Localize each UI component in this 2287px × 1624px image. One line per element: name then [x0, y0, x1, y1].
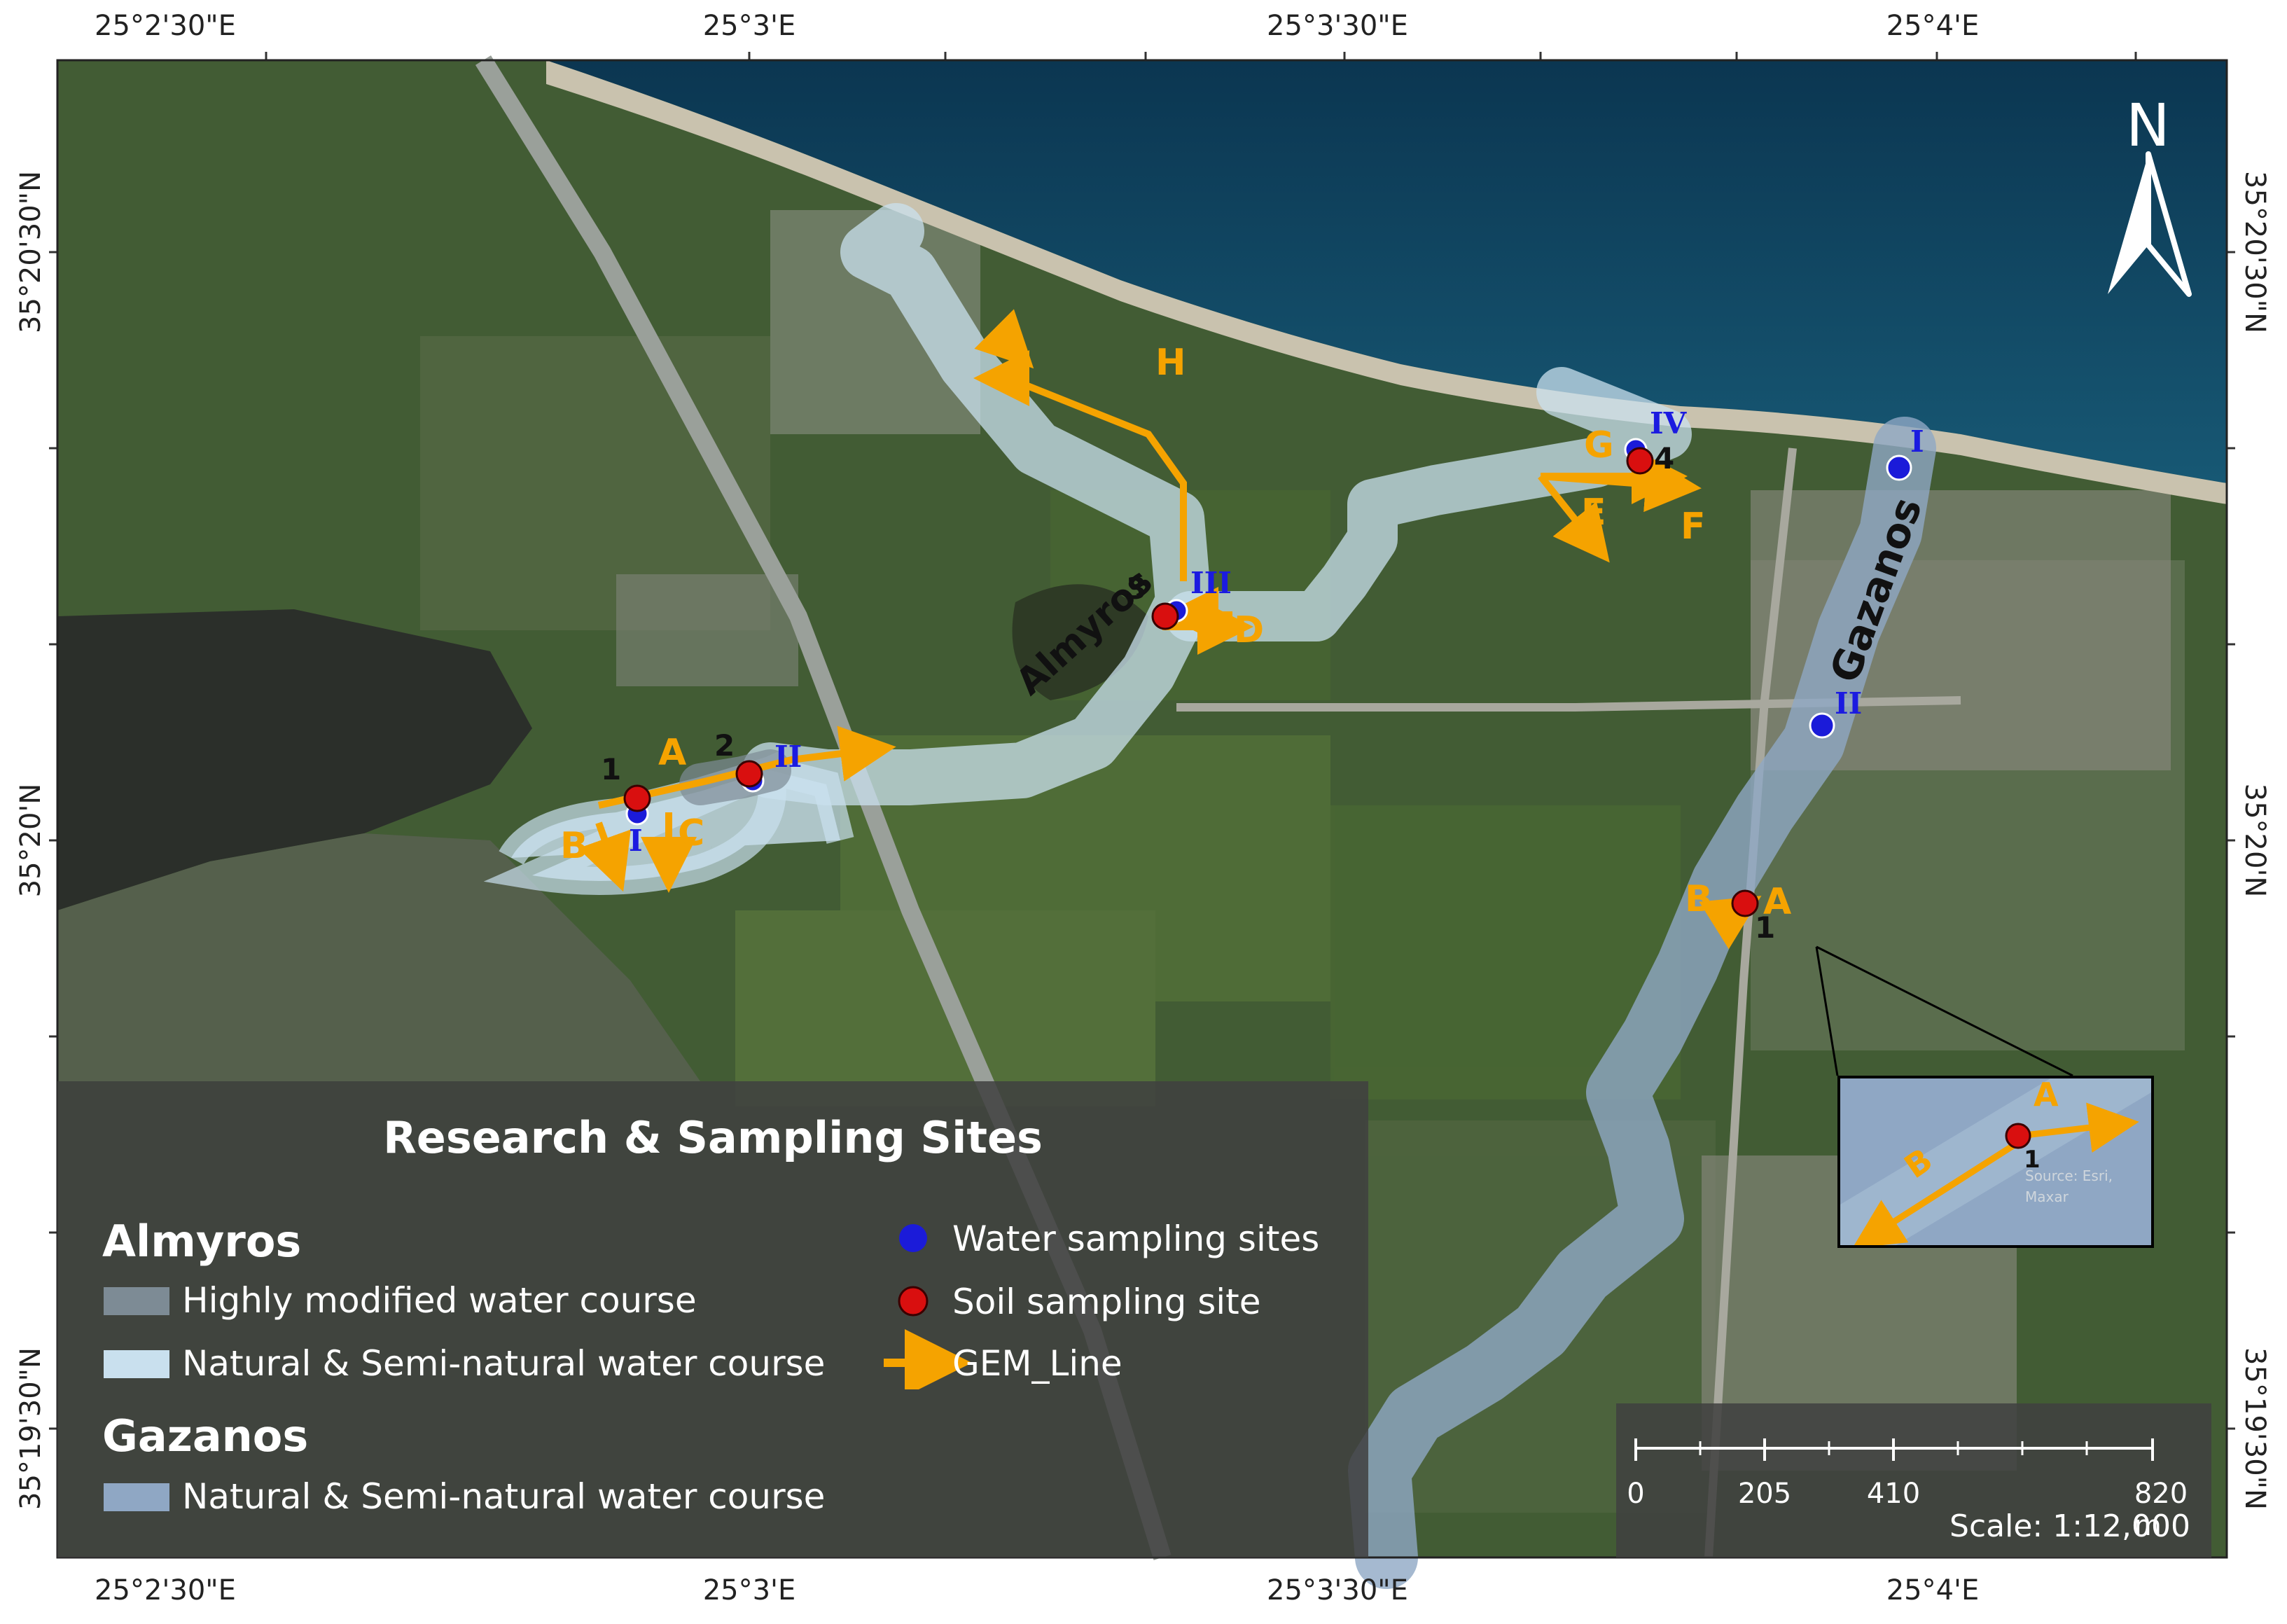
- legend-swatch-natural-almyros: [104, 1350, 169, 1378]
- scale-label-820: 820 m: [2134, 1478, 2188, 1542]
- soil-site-4-number: 4: [1654, 441, 1675, 476]
- y-tick-left-1: 35°20'30"N: [15, 170, 47, 334]
- gem-label-a-almyros: A: [658, 732, 687, 774]
- gem-label-d: D: [1234, 609, 1265, 651]
- legend-water-sites: Water sampling sites: [952, 1219, 1320, 1259]
- water-site-iv-label: IV: [1650, 406, 1687, 440]
- water-site-iii-label: III: [1190, 566, 1232, 600]
- soil-site-4[interactable]: [1626, 447, 1654, 475]
- sea: [546, 60, 2227, 483]
- x-tick-bottom-4: 25°4'E: [1886, 1574, 1980, 1606]
- soil-site-2-number: 2: [714, 728, 735, 763]
- legend-panel: Research & Sampling Sites Almyros Highly…: [57, 1081, 1368, 1557]
- gem-line-h-tip: [974, 309, 1034, 369]
- y-tick-right-3: 35°19'30"N: [2239, 1347, 2271, 1511]
- soil-site-3[interactable]: [1151, 602, 1179, 630]
- legend-gazanos-heading: Gazanos: [102, 1410, 309, 1462]
- legend-natural-almyros: Natural & Semi-natural water course: [182, 1343, 826, 1384]
- gazanos-water-site-ii-label: II: [1835, 686, 1863, 721]
- legend-highly-modified: Highly modified water course: [182, 1280, 697, 1321]
- gem-label-f: F: [1681, 506, 1706, 548]
- gem-label-a-gazanos: A: [1763, 881, 1792, 923]
- water-site-gazanos-i[interactable]: [1886, 454, 1912, 481]
- inset-attribution: Source: Esri, Maxar: [2025, 1167, 2113, 1205]
- soil-site-gazanos-number: 1: [1755, 910, 1776, 945]
- soil-site-gazanos-1[interactable]: [1731, 889, 1759, 917]
- legend-water-site-icon: [899, 1224, 927, 1252]
- hill-slope: [57, 833, 700, 1081]
- north-arrow-icon: [2108, 151, 2192, 297]
- gem-line-h: [973, 350, 1187, 581]
- water-site-i-label: I: [629, 824, 643, 858]
- soil-site-3-number: 3: [1126, 571, 1147, 606]
- frame-ticks: [49, 52, 2235, 1430]
- legend-swatch-natural-gazanos: [104, 1483, 169, 1511]
- scale-bar-graphic: [1634, 1438, 2154, 1461]
- legend-symbols: [884, 1224, 972, 1389]
- scale-label-0: 0: [1627, 1478, 1645, 1510]
- legend-almyros-heading: Almyros: [102, 1216, 302, 1267]
- x-tick-bottom-3: 25°3'30"E: [1267, 1574, 1408, 1606]
- soil-site-2[interactable]: [735, 760, 763, 788]
- x-tick-top-4: 25°4'E: [1886, 10, 1980, 42]
- soil-site-1[interactable]: [623, 784, 651, 812]
- map-border: [56, 59, 2228, 1559]
- inset-map[interactable]: A B 1 Source: Esri, Maxar: [1837, 1076, 2154, 1248]
- legend-title: Research & Sampling Sites: [383, 1112, 1043, 1163]
- gazanos-water-site-i-label: I: [1910, 424, 1924, 459]
- north-label: N: [2126, 91, 2170, 160]
- y-tick-right-1: 35°20'30"N: [2239, 170, 2271, 334]
- legend-gem-line: GEM_Line: [952, 1343, 1122, 1384]
- gem-label-g: G: [1584, 424, 1614, 466]
- scale-ratio: Scale: 1:12,000: [1949, 1508, 2190, 1544]
- legend-swatch-highly-modified: [104, 1287, 169, 1315]
- scale-bar: 0 205 410 820 m Scale: 1:12,000: [1616, 1403, 2211, 1557]
- water-site-ii-label: II: [774, 740, 802, 774]
- legend-soil-site-icon: [898, 1286, 929, 1317]
- gem-label-b-gazanos: B: [1685, 878, 1713, 920]
- inset-label-a: A: [2034, 1076, 2059, 1113]
- gem-label-e: E: [1581, 492, 1606, 534]
- inset-label-1: 1: [2024, 1146, 2041, 1174]
- beach: [546, 60, 2227, 504]
- legend-natural-gazanos: Natural & Semi-natural water course: [182, 1476, 826, 1517]
- y-tick-left-3: 35°19'30"N: [15, 1347, 47, 1511]
- hillside: [57, 609, 532, 910]
- gem-label-b-almyros: B: [560, 825, 588, 867]
- x-tick-top-1: 25°2'30"E: [95, 10, 236, 42]
- y-tick-right-2: 35°20'N: [2239, 783, 2271, 898]
- inset-canvas: [1840, 1078, 2151, 1245]
- soil-site-1-number: 1: [601, 752, 622, 786]
- x-tick-top-3: 25°3'30"E: [1267, 10, 1408, 42]
- gazanos-course: [1348, 417, 1936, 1589]
- gem-line-e: [1538, 473, 1610, 563]
- water-site-gazanos-ii[interactable]: [1809, 712, 1835, 739]
- legend-soil-site: Soil sampling site: [952, 1282, 1261, 1322]
- gem-label-c: C: [678, 812, 705, 854]
- scale-label-205: 205: [1737, 1478, 1792, 1510]
- gem-line-b: [578, 821, 631, 892]
- scale-label-410: 410: [1866, 1478, 1921, 1510]
- x-tick-top-2: 25°3'E: [702, 10, 796, 42]
- y-tick-left-2: 35°20'N: [15, 783, 47, 898]
- gem-label-h: H: [1155, 342, 1186, 384]
- x-tick-bottom-1: 25°2'30"E: [95, 1574, 236, 1606]
- soil-sampling-sites: [623, 447, 1759, 917]
- x-tick-bottom-2: 25°3'E: [702, 1574, 796, 1606]
